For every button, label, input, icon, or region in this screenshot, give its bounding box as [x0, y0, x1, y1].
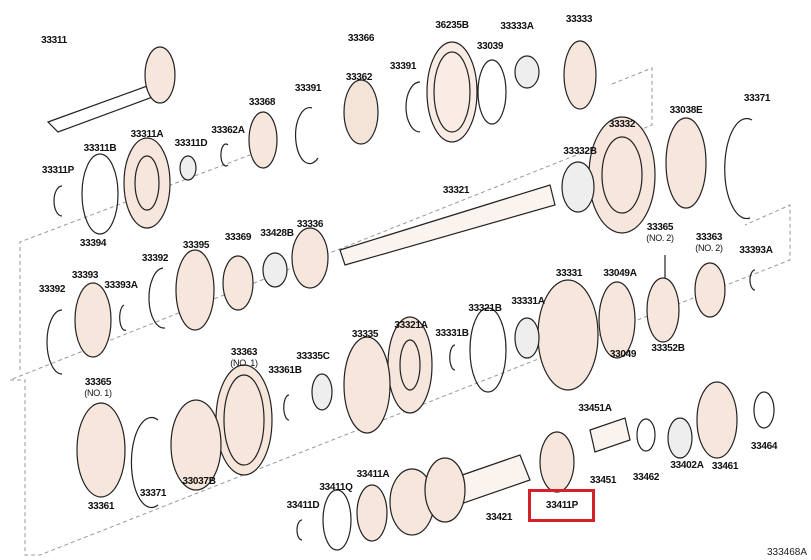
- part-label-33462[interactable]: 33462: [632, 472, 660, 483]
- part-label-33362a[interactable]: 33362A: [211, 125, 245, 136]
- part-label-33335[interactable]: 33335: [351, 329, 379, 340]
- part-label-33037b[interactable]: 33037B: [182, 476, 216, 487]
- part-label-33311[interactable]: 33311: [41, 35, 67, 46]
- part-label-33395[interactable]: 33395: [182, 240, 210, 251]
- part-label-33331b[interactable]: 33331B: [435, 328, 469, 339]
- part-label-33368[interactable]: 33368: [248, 97, 276, 108]
- part-label-33451[interactable]: 33451: [589, 475, 617, 486]
- main-shaft-icon: [339, 184, 556, 266]
- part-variant: (NO. 2): [695, 243, 723, 253]
- part-label-33336[interactable]: 33336: [296, 219, 324, 230]
- part-label-33366[interactable]: 33366: [347, 33, 375, 44]
- part-number: 33365: [646, 222, 674, 233]
- figure-code: 333468A: [766, 547, 807, 558]
- part-label-33461[interactable]: 33461: [711, 461, 739, 472]
- part-label-33428b[interactable]: 33428B: [260, 228, 294, 239]
- part-label-33362[interactable]: 33362: [345, 72, 373, 83]
- part-label-33369[interactable]: 33369: [224, 232, 252, 243]
- part-label-33391[interactable]: 33391: [294, 83, 322, 94]
- part-label-33361[interactable]: 33361: [87, 501, 115, 512]
- part-label-33464[interactable]: 33464: [750, 441, 778, 452]
- part-label-33311a[interactable]: 33311A: [130, 129, 164, 140]
- part-label-33421[interactable]: 33421: [485, 512, 513, 523]
- part-label-33331a[interactable]: 33331A: [511, 296, 545, 307]
- part-label-33321[interactable]: 33321: [442, 185, 470, 196]
- part-label-33332b[interactable]: 33332B: [563, 146, 597, 157]
- part-label-33393a[interactable]: 33393A: [104, 280, 138, 291]
- part-label-33039[interactable]: 33039: [476, 41, 504, 52]
- part-label-33333[interactable]: 33333: [565, 14, 593, 25]
- part-label-33049a[interactable]: 33049A: [603, 268, 637, 279]
- part-label-33321a[interactable]: 33321A: [394, 320, 428, 331]
- part-label-33371[interactable]: 33371: [139, 488, 167, 499]
- part-label-33363-no1[interactable]: 33363(NO. 1): [230, 347, 258, 369]
- part-number: 33363: [695, 232, 723, 243]
- part-label-33331[interactable]: 33331: [555, 268, 583, 279]
- part-label-33391[interactable]: 33391: [389, 61, 417, 72]
- part-label-33365-no2[interactable]: 33365(NO. 2): [646, 222, 674, 244]
- part-label-33371[interactable]: 33371: [743, 93, 771, 104]
- highlighted-part-box: [528, 489, 595, 522]
- part-label-33411a[interactable]: 33411A: [356, 469, 390, 480]
- part-label-33411d[interactable]: 33411D: [286, 500, 320, 511]
- assembly-dashed-lines: [9, 67, 791, 556]
- part-variant: (NO. 1): [84, 388, 112, 398]
- input-shaft-icon: [46, 84, 159, 133]
- part-label-33311b[interactable]: 33311B: [83, 143, 117, 154]
- part-label-33333a[interactable]: 33333A: [500, 21, 534, 32]
- part-label-33402a[interactable]: 33402A: [670, 460, 704, 471]
- part-variant: (NO. 2): [646, 233, 674, 243]
- part-label-33411q[interactable]: 33411Q: [319, 482, 353, 493]
- part-label-33451a[interactable]: 33451A: [578, 403, 612, 414]
- part-label-33038e[interactable]: 33038E: [669, 105, 703, 116]
- part-label-33411p-highlighted[interactable]: 33411P: [545, 500, 579, 511]
- part-label-33365-no1[interactable]: 33365(NO. 1): [84, 377, 112, 399]
- part-number: 33365: [84, 377, 112, 388]
- part-label-33392[interactable]: 33392: [141, 253, 169, 264]
- part-label-33393a[interactable]: 33393A: [739, 245, 773, 256]
- part-label-33352b[interactable]: 33352B: [651, 343, 685, 354]
- part-label-33363-no2[interactable]: 33363(NO. 2): [695, 232, 723, 254]
- part-label-33361b[interactable]: 33361B: [268, 365, 302, 376]
- part-label-33392[interactable]: 33392: [38, 284, 66, 295]
- part-label-33049[interactable]: 33049: [609, 349, 637, 360]
- part-label-33394[interactable]: 33394: [79, 238, 107, 249]
- part-label-33311d[interactable]: 33311D: [174, 138, 208, 149]
- part-label-33332[interactable]: 33332: [608, 119, 636, 130]
- part-variant: (NO. 1): [230, 358, 258, 368]
- part-label-33311p[interactable]: 33311P: [41, 165, 75, 176]
- parts-outlines: [46, 40, 775, 551]
- part-label-33393[interactable]: 33393: [71, 270, 99, 281]
- part-label-36235b[interactable]: 36235B: [435, 20, 469, 31]
- part-label-33321b[interactable]: 33321B: [468, 303, 502, 314]
- part-label-33335c[interactable]: 33335C: [296, 351, 330, 362]
- part-number: 33363: [230, 347, 258, 358]
